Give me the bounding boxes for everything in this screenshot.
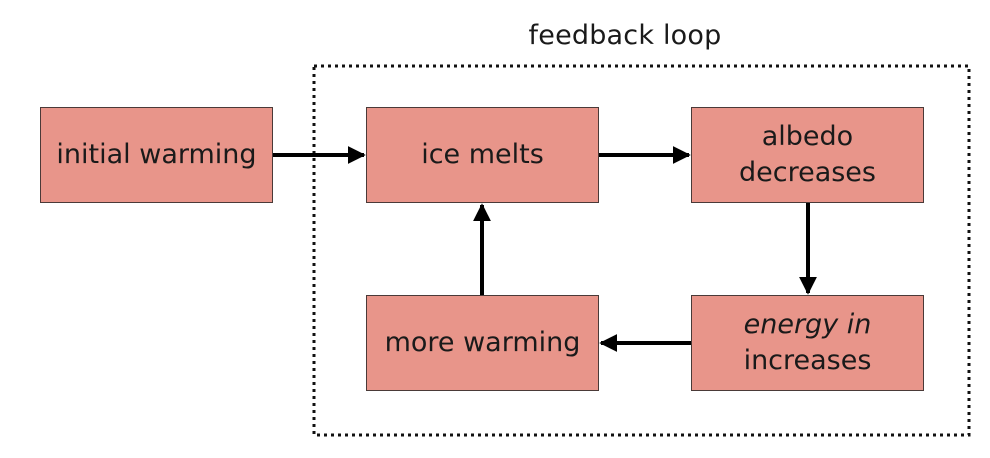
node-initial-warming-label: initial warming xyxy=(56,139,257,170)
node-initial-warming: initial warming xyxy=(40,107,273,203)
node-ice-melts: ice melts xyxy=(366,107,599,203)
node-energy-line2: increases xyxy=(743,345,872,376)
node-energy-line1: energy in xyxy=(743,309,872,340)
node-albedo-decreases: albedo decreases xyxy=(691,107,924,203)
node-more-warming: more warming xyxy=(366,295,599,391)
feedback-loop-boundary xyxy=(312,64,971,437)
node-energy-in-increases: energy in increases xyxy=(691,295,924,391)
node-ice-melts-label: ice melts xyxy=(421,139,544,170)
node-more-warming-label: more warming xyxy=(384,327,581,358)
node-albedo-line2: decreases xyxy=(738,157,876,188)
feedback-loop-label: feedback loop xyxy=(528,20,722,51)
node-albedo-line1: albedo xyxy=(761,121,854,152)
